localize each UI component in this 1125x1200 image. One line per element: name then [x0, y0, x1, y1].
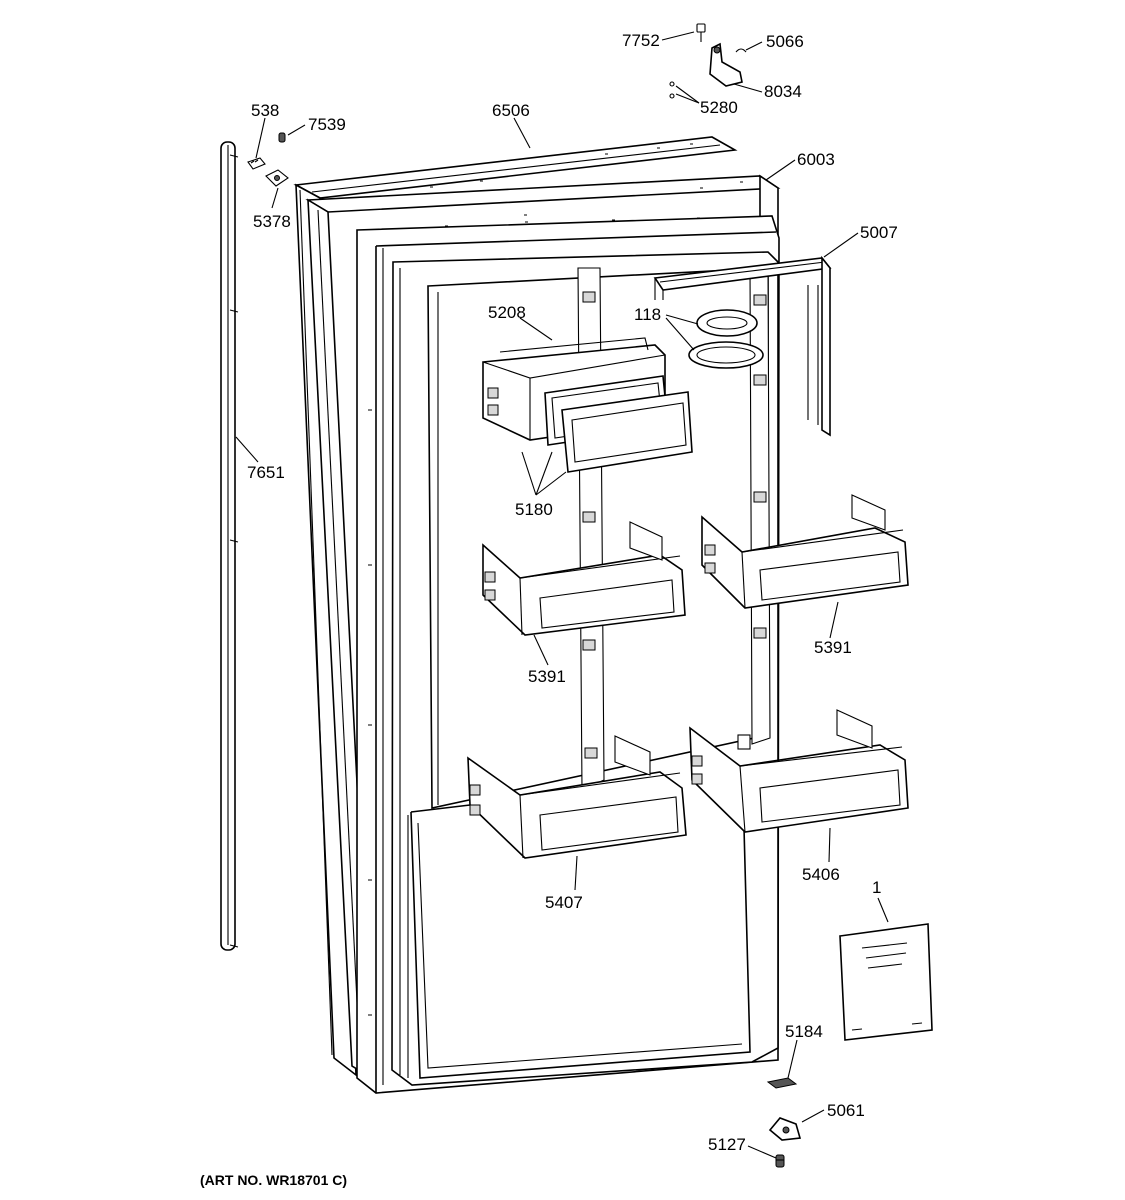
door-bin-right-lower [689, 709, 909, 833]
bottom-hinge-bracket [768, 1117, 802, 1141]
door-bin-left-upper [482, 521, 686, 636]
dairy-door-set [544, 375, 693, 473]
top-hinge-screw [696, 23, 706, 42]
plug [278, 132, 286, 143]
part-label-5208: 5208 [488, 303, 526, 322]
inner-liner-panel [391, 251, 819, 1086]
bottom-hinge-screw [775, 1154, 785, 1168]
part-label-118: 118 [634, 305, 661, 324]
part-label-538: 538 [251, 101, 279, 120]
part-labels: 7752 5066 8034 5280 538 7539 6506 6003 5… [200, 31, 898, 1188]
hinge-pin-bracket [265, 169, 289, 187]
hinge-rod [220, 141, 239, 951]
art-number: (ART NO. WR18701 C) [200, 1172, 347, 1188]
part-label-8034: 8034 [764, 82, 802, 101]
part-label-5066: 5066 [766, 32, 804, 51]
part-label-6003: 6003 [797, 150, 835, 169]
bottom-hinge-cover [766, 1077, 798, 1089]
part-label-1: 1 [872, 878, 881, 897]
part-label-5391-right: 5391 [814, 638, 852, 657]
part-label-6506: 6506 [492, 101, 530, 120]
part-label-5180: 5180 [515, 500, 553, 519]
part-label-5406: 5406 [802, 865, 840, 884]
door-bin-right-upper [701, 494, 909, 609]
button-pair [688, 309, 764, 369]
part-label-5378: 5378 [253, 212, 291, 231]
part-label-5061: 5061 [827, 1101, 865, 1120]
door-gasket [653, 255, 832, 437]
part-label-5127: 5127 [708, 1135, 746, 1154]
shim-pair [669, 81, 675, 99]
part-label-5007: 5007 [860, 223, 898, 242]
part-label-7539: 7539 [308, 115, 346, 134]
hinge-clip [735, 48, 747, 53]
part-label-7752: 7752 [622, 31, 660, 50]
part-label-7651: 7651 [247, 463, 285, 482]
door-bin-left-lower [467, 735, 687, 859]
top-hinge-bracket [709, 42, 743, 87]
hinge-screw [247, 157, 266, 170]
owners-manual [839, 923, 933, 1041]
leader-lines [235, 31, 889, 1159]
part-label-5391-left: 5391 [528, 667, 566, 686]
part-label-5184: 5184 [785, 1022, 823, 1041]
part-label-5407: 5407 [545, 893, 583, 912]
part-label-5280: 5280 [700, 98, 738, 117]
